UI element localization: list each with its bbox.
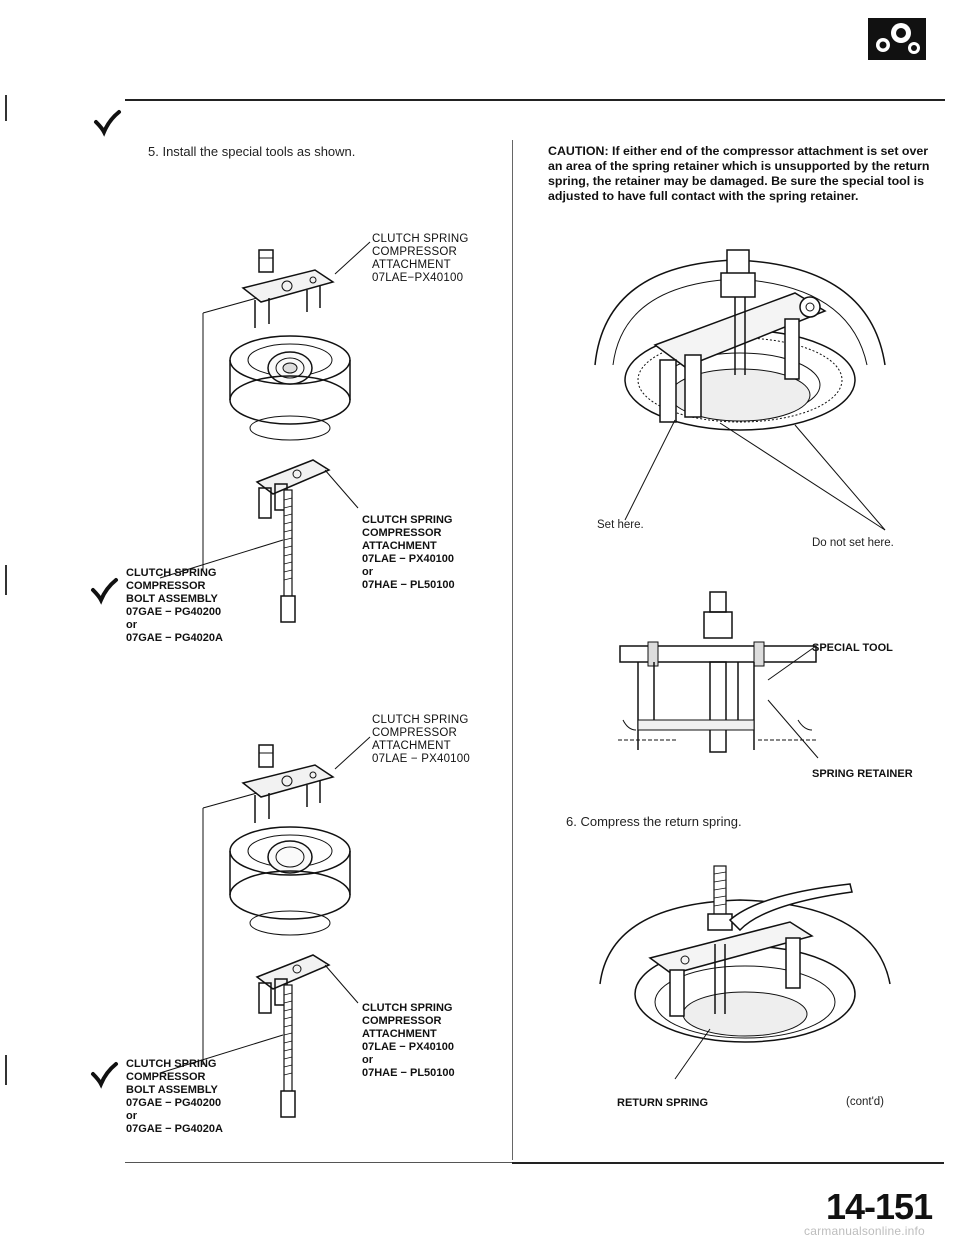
margin-tick xyxy=(5,1055,7,1085)
special-tool-label: SPECIAL TOOL xyxy=(812,642,893,654)
diagram2-bolt-label: CLUTCH SPRING COMPRESSOR BOLT ASSEMBLY 0… xyxy=(126,1058,223,1135)
footer-rule-left xyxy=(125,1162,512,1163)
diagram1-bolt-label: CLUTCH SPRING COMPRESSOR BOLT ASSEMBLY 0… xyxy=(126,567,223,644)
step-6-text: 6. Compress the return spring. xyxy=(566,814,742,829)
check-mark-icon xyxy=(91,1062,118,1089)
set-here-label: Set here. xyxy=(597,519,644,531)
section-icon xyxy=(868,18,926,60)
page-number: 14-151 xyxy=(826,1186,933,1227)
tool-diagram-2 xyxy=(159,736,371,1118)
footer-rule-right xyxy=(512,1162,944,1164)
tool-diagram-1 xyxy=(159,241,371,623)
caution-text: CAUTION: If either end of the compressor… xyxy=(548,144,930,203)
continued-marker: (cont'd) xyxy=(846,1096,884,1108)
margin-tick xyxy=(5,95,7,121)
spring-retainer-label: SPRING RETAINER xyxy=(812,768,913,780)
diagram2-mid-label: CLUTCH SPRING COMPRESSOR ATTACHMENT 07LA… xyxy=(362,1002,455,1079)
check-mark-icon xyxy=(91,578,118,605)
retainer-setup-diagram xyxy=(594,249,886,531)
column-divider xyxy=(512,140,513,1160)
compress-spring-diagram xyxy=(599,865,891,1080)
special-tool-section-diagram xyxy=(618,591,819,759)
diagram1-top-label: CLUTCH SPRING COMPRESSOR ATTACHMENT 07LA… xyxy=(372,233,469,284)
margin-tick xyxy=(5,565,7,595)
return-spring-label: RETURN SPRING xyxy=(617,1097,709,1109)
step-5-text: 5. Install the special tools as shown. xyxy=(148,144,356,159)
watermark: carmanualsonline.info xyxy=(804,1224,925,1238)
do-not-set-here-label: Do not set here. xyxy=(812,537,894,549)
diagram1-mid-label: CLUTCH SPRING COMPRESSOR ATTACHMENT 07LA… xyxy=(362,514,455,591)
header-rule xyxy=(125,99,945,101)
diagram2-top-label: CLUTCH SPRING COMPRESSOR ATTACHMENT 07LA… xyxy=(372,714,470,765)
check-mark-icon xyxy=(94,110,121,137)
